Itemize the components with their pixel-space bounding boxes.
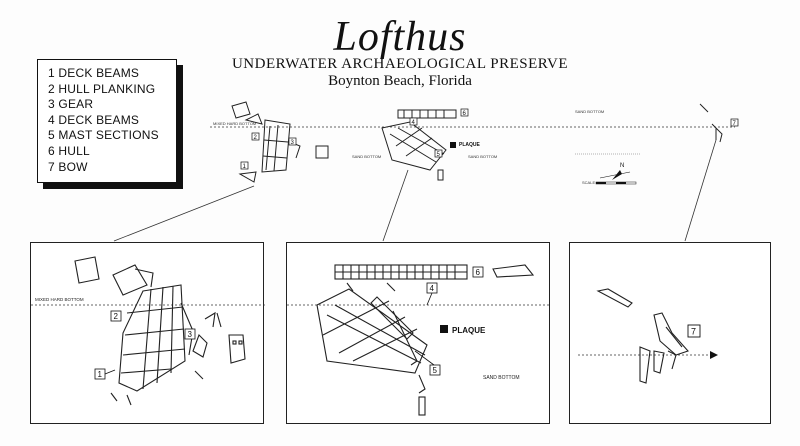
detail-panel-3: 7	[569, 242, 771, 424]
panel2-markers: 4 5 6	[414, 266, 484, 376]
scale-bar	[595, 181, 637, 185]
overview-markers: 1 2 3 4 5 6 7	[240, 108, 739, 170]
overview-marker-7: 7	[733, 121, 737, 127]
overview-label-mixed: MIXED HARD BOTTOM	[213, 121, 256, 126]
wreck-site-a	[231, 101, 329, 183]
panel1-mixed-label: MIXED HARD BOTTOM	[35, 297, 84, 302]
panel2-wreck	[316, 264, 535, 416]
legend-box: 1 DECK BEAMS 2 HULL PLANKING 3 GEAR 4 DE…	[37, 59, 177, 183]
panel1-drawing: MIXED HARD BOTTOM 1	[31, 256, 265, 406]
panel3-arrow-icon	[710, 351, 718, 359]
legend-item-hull-planking: 2 HULL PLANKING	[48, 81, 156, 96]
panel1-marker-3: 3	[188, 330, 193, 339]
detail-panel-2: PLAQUE SAND BOTTOM 4 5 6	[286, 242, 551, 424]
overview-marker-5: 5	[437, 152, 441, 158]
connector-line-3	[684, 139, 717, 242]
overview-marker-3: 3	[291, 140, 295, 146]
panel3-markers: 7	[687, 324, 701, 338]
connector-line-1	[113, 185, 255, 242]
panel1-markers: 1 2 3	[94, 310, 196, 380]
overview-marker-2: 2	[254, 135, 258, 141]
panel1-marker-2: 2	[114, 312, 119, 321]
wreck-site-c	[699, 103, 723, 143]
overview-plaque-label: PLAQUE	[459, 142, 481, 148]
overview-marker-4: 4	[412, 120, 416, 126]
legend-item-deck-beams-1: 1 DECK BEAMS	[48, 66, 140, 80]
connector-line-2	[382, 169, 409, 242]
panel1-wreck	[74, 256, 246, 406]
legend-item-deck-beams-4: 4 DECK BEAMS	[48, 112, 140, 127]
panel2-marker-5: 5	[433, 366, 438, 375]
panel2-marker-6: 6	[476, 268, 481, 277]
legend-item-hull: 6 HULL	[48, 143, 90, 158]
overview-label-sand-3: SAND BOTTOM	[575, 109, 604, 114]
panel2-marker-4: 4	[430, 284, 435, 293]
panel2-sand-label: SAND BOTTOM	[483, 375, 520, 381]
overview-marker-6: 6	[463, 111, 467, 117]
site-location: Boynton Beach, Florida	[328, 73, 472, 89]
legend-item-bow: 7 BOW	[48, 159, 88, 174]
north-label: N	[620, 163, 624, 169]
overview-scale-label: SCALE	[582, 180, 595, 185]
site-subtitle: UNDERWATER ARCHAEOLOGICAL PRESERVE	[231, 56, 569, 72]
panel3-drawing: 7	[578, 288, 718, 384]
panel2-plaque-label: PLAQUE	[452, 326, 486, 335]
north-arrow-icon: N	[599, 163, 631, 180]
overview-marker-1: 1	[243, 164, 247, 170]
panel3-marker-7: 7	[691, 327, 696, 337]
wreck-site-b	[381, 109, 457, 181]
legend-item-gear: 3 GEAR	[48, 97, 94, 112]
panel2-drawing: PLAQUE SAND BOTTOM 4 5 6	[287, 264, 551, 416]
overview-labels: MIXED HARD BOTTOM SAND BOTTOM SAND BOTTO…	[213, 109, 604, 185]
panel2-plaque-icon	[440, 325, 448, 333]
panel1-marker-1: 1	[98, 370, 103, 379]
plaque-marker-icon	[450, 142, 456, 148]
site-title: Lofthus	[333, 14, 467, 60]
panel3-bow	[596, 288, 689, 384]
overview-label-sand-2: SAND BOTTOM	[468, 154, 497, 159]
legend-item-mast-sections: 5 MAST SECTIONS	[48, 128, 159, 143]
overview-label-sand-1: SAND BOTTOM	[352, 154, 381, 159]
detail-panel-1: MIXED HARD BOTTOM 1	[30, 242, 265, 424]
